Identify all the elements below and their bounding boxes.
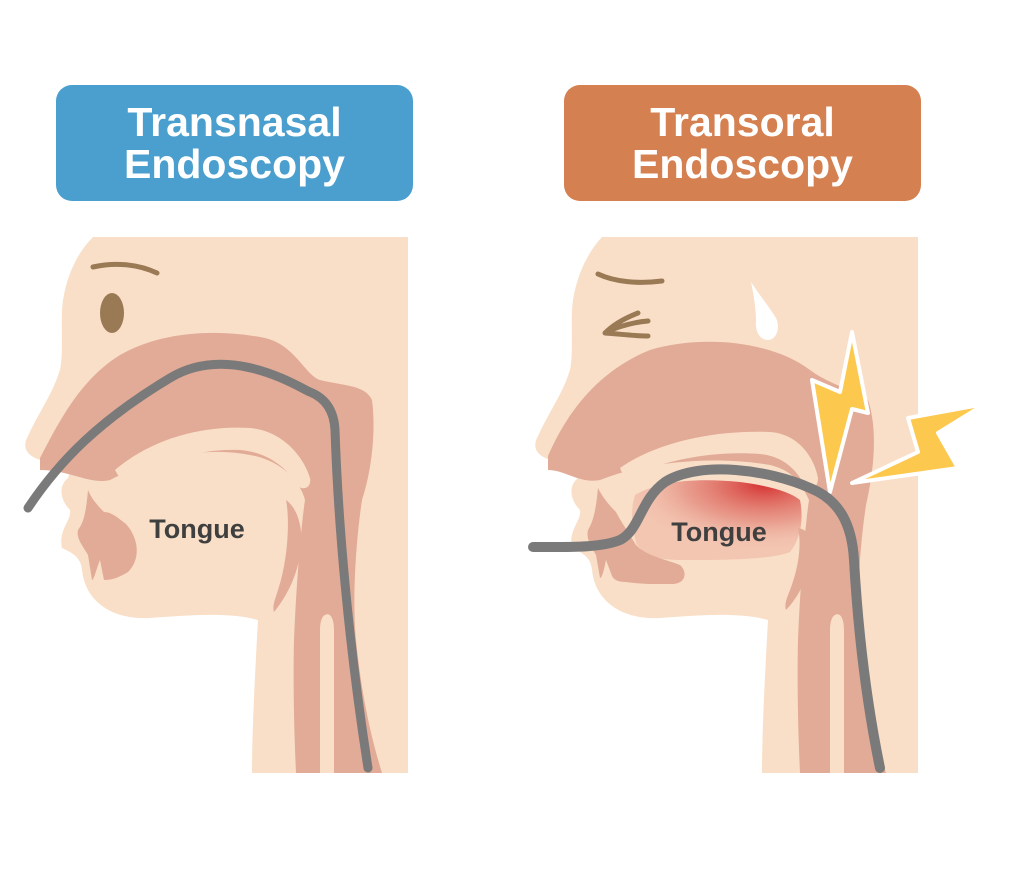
transnasal-title-line1: Transnasal [127, 99, 342, 145]
transnasal-title-box: Transnasal Endoscopy [56, 85, 413, 201]
transoral-title-line1: Transoral [650, 99, 835, 145]
eyebrow [595, 271, 665, 285]
nasal-cavity [40, 332, 382, 773]
tongue-label-transoral: Tongue [671, 517, 766, 547]
jaw-tissue [785, 528, 813, 610]
eyebrow [90, 261, 160, 276]
transoral-panel: Tongue [528, 237, 987, 773]
palate-band [620, 431, 818, 489]
throat-highlight [320, 614, 334, 773]
squinting-eye [602, 310, 651, 339]
lightning-bolt-icon [850, 402, 987, 485]
transoral-title-box: Transoral Endoscopy [564, 85, 921, 201]
transnasal-title-line2: Endoscopy [124, 141, 345, 187]
endoscope-transnasal [23, 359, 373, 773]
tongue-area [118, 461, 286, 588]
throat-highlight [830, 614, 844, 773]
lips-tissue [587, 488, 685, 585]
transnasal-panel: Tongue [23, 237, 409, 773]
sweat-drop-icon [751, 282, 779, 340]
tongue-pain-highlight [632, 480, 802, 560]
tongue-label-transnasal: Tongue [149, 514, 244, 544]
endoscope-transoral [528, 464, 885, 773]
lips-tissue [77, 490, 137, 580]
transoral-title-line2: Endoscopy [632, 141, 853, 187]
jaw-tissue [273, 500, 302, 612]
eye [100, 293, 124, 333]
lightning-bolt-icon [810, 330, 870, 494]
palate-band [115, 427, 311, 489]
